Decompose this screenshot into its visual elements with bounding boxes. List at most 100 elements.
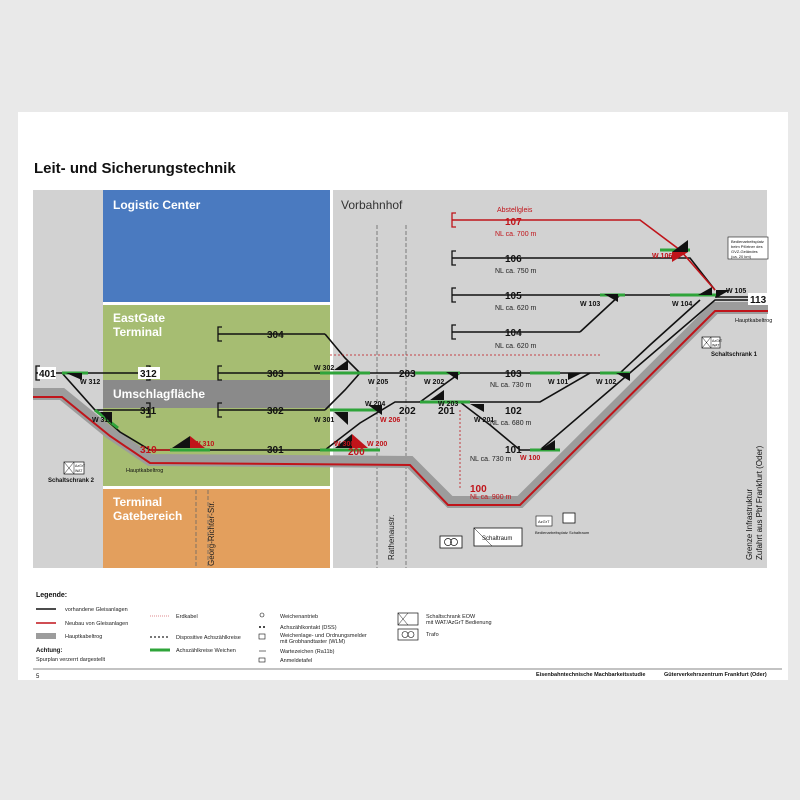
svg-text:GVZ-Geländes: GVZ-Geländes [731, 249, 758, 254]
label-eastgate: EastGate [113, 311, 165, 325]
track-401: 401 [39, 369, 56, 380]
svg-text:Dispositive Achszählkreise: Dispositive Achszählkreise [176, 635, 241, 641]
label-georg-richter-str: Georg-Richter-Str. [207, 501, 216, 566]
switch-w200: W 200 [367, 441, 387, 448]
track-103: 103 [505, 369, 522, 380]
svg-text:WAT: WAT [75, 469, 83, 473]
legend-heading: Legende: [36, 592, 67, 599]
svg-text:Spurplan verzerrt dargestellt: Spurplan verzerrt dargestellt [36, 657, 106, 663]
switch-cabinet-2: AzGrT WAT Schaltschrank 2 [48, 461, 95, 484]
svg-text:Hauptkabeltrog: Hauptkabeltrog [65, 634, 102, 640]
track-303: 303 [267, 369, 284, 380]
track-311: 311 [140, 406, 157, 417]
switch-w312: W 312 [80, 379, 100, 386]
legend: Legende: vorhandene Gleisanlagen Neubau … [36, 592, 492, 664]
switch-w202: W 202 [424, 379, 444, 386]
switch-labels: W 312 W 311 W 310 W 302 W 301 W 300 W 20… [80, 253, 746, 462]
new-track-main [33, 310, 768, 506]
track-200: 200 [348, 447, 365, 458]
svg-text:Schaltschrank EOW: Schaltschrank EOW [426, 614, 476, 620]
footer-project: Güterverkehrszentrum Frankfurt (Oder) [664, 672, 767, 678]
label-grenze-1: Grenze Infrastruktur [745, 489, 754, 560]
track-201: 201 [438, 406, 455, 417]
switch-w206: W 206 [380, 417, 400, 424]
label-terminal: Terminal [113, 325, 162, 339]
length-107: NL ca. 700 m [495, 231, 537, 238]
label-grenze-2: Zufahrt aus Pbf Frankfurt (Oder) [755, 445, 764, 560]
svg-text:WAT: WAT [712, 344, 720, 348]
label-terminal-gate-1: Terminal [113, 495, 162, 509]
switch-w104: W 104 [672, 301, 692, 308]
switch-w302: W 302 [314, 365, 334, 372]
track-end-stop-107 [451, 212, 456, 228]
track-104: 104 [505, 328, 522, 339]
area-vorbahnhof [333, 190, 767, 568]
switch-w300: W 300 [334, 441, 354, 448]
track-302: 302 [267, 406, 284, 417]
svg-text:AzGrT: AzGrT [712, 339, 723, 343]
length-104: NL ca. 620 m [495, 343, 537, 350]
switch-w204: W 204 [365, 401, 385, 408]
switch-symbols [66, 240, 730, 450]
svg-text:Achtung:: Achtung: [36, 648, 62, 654]
track-end-stops [35, 250, 456, 418]
svg-text:Neubau von Gleisanlagen: Neubau von Gleisanlagen [65, 621, 128, 627]
svg-text:Anmeldetafel: Anmeldetafel [280, 658, 312, 664]
length-105: NL ca. 620 m [495, 305, 537, 312]
track-lengths: Abstellgleis NL ca. 700 m NL ca. 750 m N… [470, 207, 537, 501]
footer-study: Eisenbahntechnische Machbarkeitsstudie [536, 672, 645, 678]
svg-text:AzGrT: AzGrT [75, 464, 86, 468]
label-vorbahnhof: Vorbahnhof [341, 198, 403, 212]
svg-text:Achszählkontakt (DSS): Achszählkontakt (DSS) [280, 625, 337, 631]
switch-w100: W 100 [520, 455, 540, 462]
svg-text:Achszählkreise Weichen: Achszählkreise Weichen [176, 648, 236, 654]
switch-cabinet-1: AzGrT WAT Schaltschrank 1 [701, 336, 758, 358]
trafo-symbol [439, 535, 463, 549]
switch-w301: W 301 [314, 417, 334, 424]
svg-text:(ca. 20 km): (ca. 20 km) [731, 254, 752, 259]
length-103: NL ca. 730 m [490, 382, 532, 389]
label-hauptkabeltrog-1: Hauptkabeltrog [126, 468, 163, 474]
svg-text:mit Grobhandtaster (WLM): mit Grobhandtaster (WLM) [280, 639, 345, 645]
svg-text:Weichenlage- und Ordnungsmelde: Weichenlage- und Ordnungsmelder [280, 633, 367, 639]
label-schaltraum: Schaltraum [482, 536, 512, 542]
svg-text:mit WAT/AzGrT Bedienung: mit WAT/AzGrT Bedienung [426, 620, 492, 626]
label-hauptkabeltrog-2: Hauptkabeltrog [735, 318, 772, 324]
label-abstellgleis: Abstellgleis [497, 207, 533, 214]
label-schaltschrank-2: Schaltschrank 2 [48, 478, 95, 484]
track-101: 101 [505, 445, 522, 456]
track-100: 100 [470, 484, 487, 495]
operator-workstation-gvz: Bedienarbeitsplatz beim Pförtner des GVZ… [727, 236, 769, 260]
switch-room: Schaltraum AzGrT Bedienarbeitsplatz Scha… [439, 512, 590, 549]
area-terminal-gatebereich [103, 489, 330, 568]
track-310: 310 [140, 445, 157, 456]
svg-text:Erdkabel: Erdkabel [176, 614, 198, 620]
area-umschlagflaeche [103, 380, 330, 408]
track-numbers: 401 312 311 310 304 303 302 301 200 203 … [38, 217, 770, 495]
label-logistic-center: Logistic Center [113, 198, 201, 212]
switch-w105: W 105 [726, 288, 746, 295]
switch-w102: W 102 [596, 379, 616, 386]
area-logistic-center [103, 190, 330, 302]
track-202: 202 [399, 406, 416, 417]
track-102: 102 [505, 406, 522, 417]
switch-w311: W 311 [92, 417, 112, 424]
label-schaltschrank-1: Schaltschrank 1 [711, 352, 758, 358]
track-107: 107 [505, 217, 522, 228]
label-bedienarbeitsplatz-schaltraum: Bedienarbeitsplatz Schaltraum [535, 530, 590, 535]
page-title: Leit- und Sicherungstechnik [34, 160, 236, 177]
length-106: NL ca. 750 m [495, 268, 537, 275]
track-312: 312 [140, 369, 157, 380]
svg-text:Weichenantrieb: Weichenantrieb [280, 614, 318, 620]
svg-text:Bedienarbeitsplatz: Bedienarbeitsplatz [731, 239, 764, 244]
footer-page-number: 5 [36, 674, 40, 680]
switch-w201: W 201 [474, 417, 494, 424]
switch-w203: W 203 [438, 401, 458, 408]
cable-trough [33, 302, 768, 508]
track-301: 301 [267, 445, 284, 456]
new-tracks [150, 219, 716, 490]
label-rathenaustr: Rathenaustr. [387, 515, 396, 560]
length-102: NL ca. 680 m [490, 420, 532, 427]
svg-text:AzGrT: AzGrT [538, 519, 550, 524]
